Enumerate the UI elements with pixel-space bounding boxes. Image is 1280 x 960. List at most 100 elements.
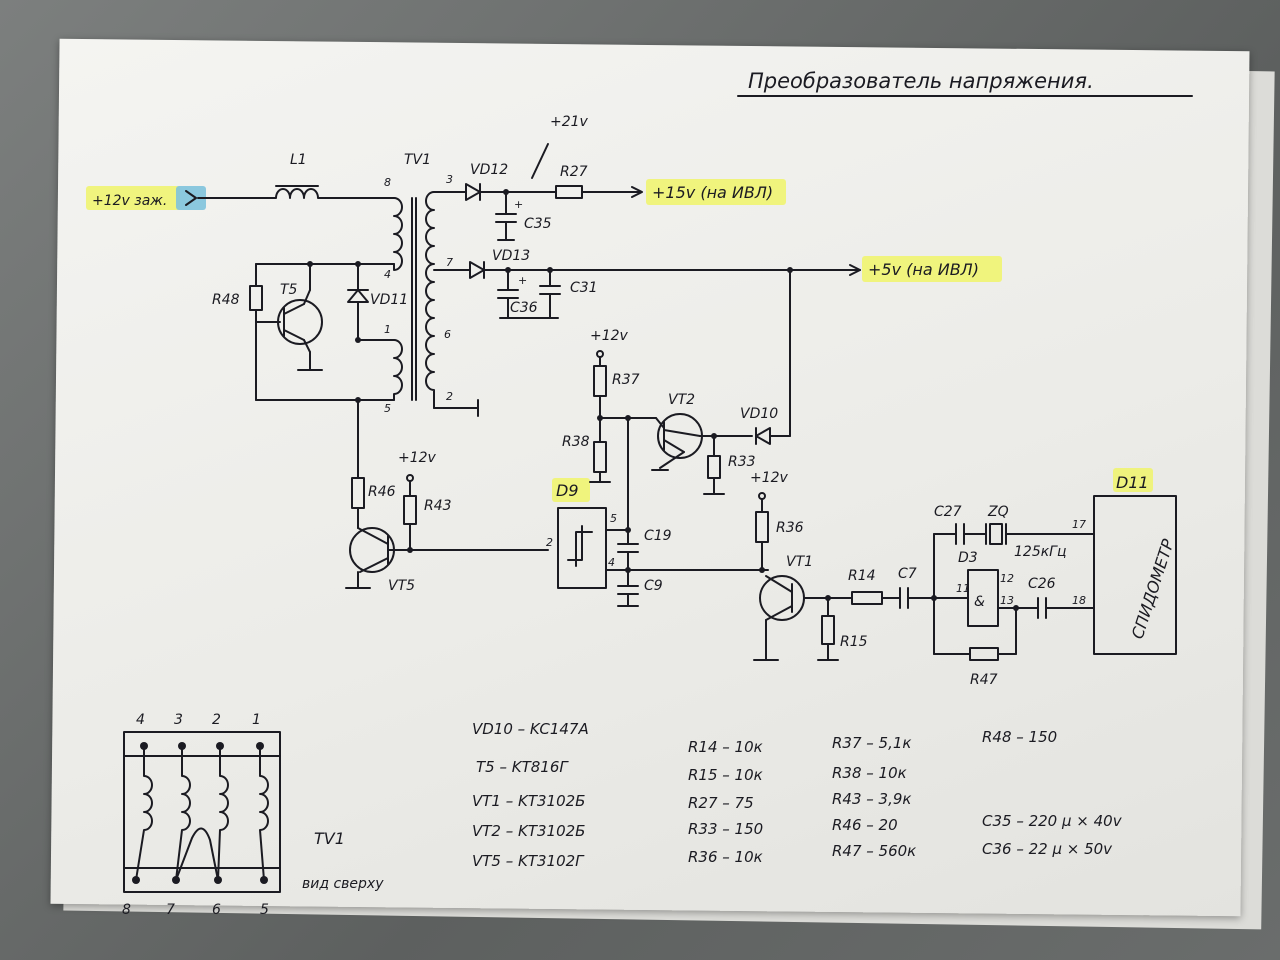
tv1-top-pin-3: 3 [174, 712, 183, 728]
pin-tv-4: 4 [384, 268, 391, 281]
bom-item: C35 – 220 μ × 40v [982, 812, 1123, 830]
tv1-bottom-pin-6: 6 [212, 902, 221, 918]
tv1-top-pin-1: 1 [252, 712, 261, 728]
label-c35: C35 [524, 216, 552, 232]
label-vd12: VD12 [470, 162, 508, 178]
output-15v-label: +15v (на ИВЛ) [652, 183, 773, 202]
label-21v: +21v [550, 114, 589, 130]
transistor-t5 [277, 299, 323, 345]
schematic-title: Преобразователь напряжения. [748, 69, 1094, 93]
label-r38: R38 [562, 434, 590, 450]
tv1-winding-icon [135, 745, 153, 881]
bom-column-4: R48 – 150 C35 – 220 μ × 40v C36 – 22 μ ×… [982, 728, 1123, 858]
label-r27: R27 [560, 164, 588, 180]
transistor-vt1 [759, 575, 805, 621]
tv1-top-sublabel: вид сверху [302, 876, 384, 892]
bom-item: VD10 – KC147A [472, 720, 589, 738]
bom-item: R27 – 75 [688, 794, 754, 812]
pin-d9-5: 5 [610, 512, 617, 525]
pin-tv-7: 7 [446, 256, 453, 269]
pin-tv-1: 1 [384, 323, 391, 336]
bom-item: T5 – KT816Г [476, 758, 569, 776]
highlight-input [86, 186, 180, 210]
out15-arrow-icon [631, 186, 643, 198]
tv1-winding-icon [175, 745, 191, 881]
vt1-collector [765, 575, 793, 593]
ic-d3 [967, 569, 999, 627]
ic-d9 [557, 507, 607, 589]
highlight-out5 [862, 256, 1002, 282]
resistor-r47 [969, 647, 999, 661]
diode-vd13 [469, 261, 485, 279]
label-c7: C7 [898, 566, 917, 582]
bom-item: R48 – 150 [982, 728, 1057, 746]
bom-item: R15 – 10к [688, 766, 763, 784]
label-vd10: VD10 [740, 406, 778, 422]
input-12v-label: +12v заж. [92, 193, 167, 209]
label-d11: D11 [1116, 473, 1149, 492]
wire [659, 451, 685, 469]
highlight-d11 [1113, 468, 1153, 492]
inductor-l1 [267, 188, 327, 199]
label-r33: R33 [728, 454, 756, 470]
resistor-r14 [851, 591, 883, 605]
pin-tv-6: 6 [444, 328, 451, 341]
pin-d9-2: 2 [546, 536, 553, 549]
supply-12v-b: +12v [398, 450, 437, 466]
label-r48: R48 [212, 292, 240, 308]
label-vd11: VD11 [370, 292, 408, 308]
schmitt-trigger-icon [567, 525, 593, 567]
c36-plus: + [518, 274, 527, 287]
speedometer-label: СПИДОМЕТР [1128, 536, 1178, 641]
label-c26: C26 [1028, 576, 1056, 592]
pin-tv-3: 3 [446, 173, 453, 186]
label-vt5: VT5 [388, 578, 415, 594]
wire [303, 289, 311, 305]
label-zq-freq: 125кГц [1014, 544, 1067, 560]
highlight-d9 [552, 478, 590, 502]
bom-item: VT1 – KT3102Б [472, 792, 585, 810]
label-vt2: VT2 [668, 392, 695, 408]
tv1-secondary-winding [425, 191, 435, 409]
label-c27: C27 [934, 504, 962, 520]
label-r36: R36 [776, 520, 804, 536]
bom-item: R43 – 3,9к [832, 790, 911, 808]
bom-column-2: R14 – 10к R15 – 10к R27 – 75 R33 – 150 R… [688, 738, 763, 866]
ic-d11-speedometer [1093, 495, 1177, 655]
t5-emitter [283, 303, 305, 315]
output-5v-label: +5v (на ИВЛ) [868, 260, 979, 279]
label-r37: R37 [612, 372, 640, 388]
label-vd13: VD13 [492, 248, 530, 264]
pin-d11-18: 18 [1072, 594, 1086, 607]
resistor-r43 [403, 495, 417, 525]
tv1-feedback-winding [393, 339, 403, 401]
bom-item: C36 – 22 μ × 50v [982, 840, 1113, 858]
ampersand-icon: & [974, 594, 985, 610]
tv1-top-pin-4: 4 [136, 712, 145, 728]
diode-vd12 [465, 183, 481, 201]
tv1-top-label: TV1 [314, 829, 345, 848]
tap-21v [531, 143, 549, 179]
tv1-top-view: 4 3 2 1 8 7 6 5 TV1 вид сверху [122, 712, 384, 918]
c35-plus: + [514, 198, 523, 211]
pin-tv-5: 5 [384, 402, 391, 415]
supply-12v-c: +12v [750, 470, 789, 486]
label-c9: C9 [644, 578, 663, 594]
label-l1: L1 [290, 152, 307, 168]
vt5-emitter [359, 557, 389, 573]
resistor-r37 [593, 365, 607, 397]
resistor-r33 [707, 455, 721, 479]
bom-item: R33 – 150 [688, 820, 763, 838]
bom-item: R14 – 10к [688, 738, 763, 756]
crystal-zq [989, 523, 1003, 545]
bom-item: R37 – 5,1к [832, 734, 911, 752]
vt5-collector [357, 527, 389, 545]
tv1-bottom-pin-8: 8 [122, 902, 131, 918]
tv1-outline [123, 731, 281, 893]
label-c19: C19 [644, 528, 672, 544]
bom-column-1: VD10 – KC147A T5 – KT816Г VT1 – KT3102Б … [472, 720, 589, 870]
vt2-collector [663, 429, 701, 437]
resistor-r48 [249, 285, 263, 311]
pin-d11-17: 17 [1072, 518, 1086, 531]
